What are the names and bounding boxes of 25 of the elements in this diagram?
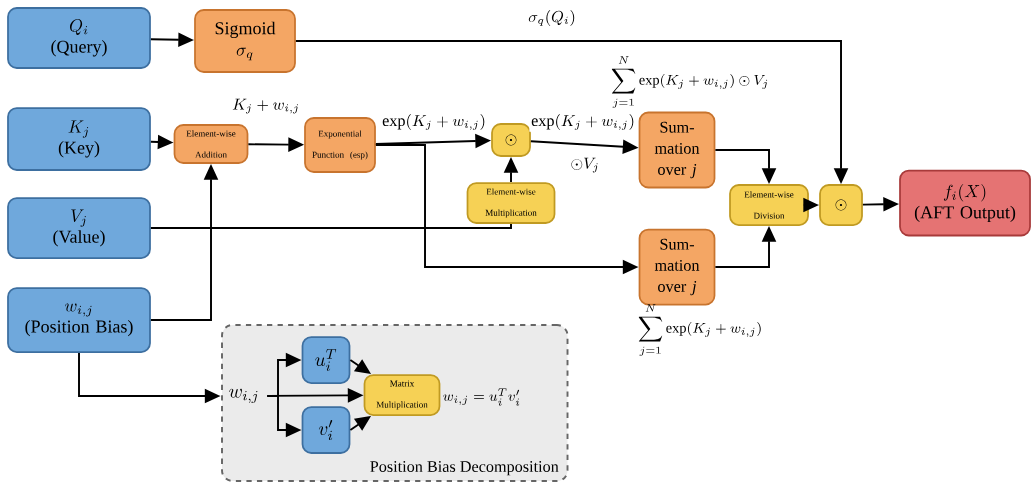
input-box: $w_{i,j}$ (Position Bias) xyxy=(7,287,151,353)
process-box: Exponential Punction (esp) xyxy=(304,117,376,173)
formula-label: $w_{i,j}$ xyxy=(229,388,258,404)
process-box: Matrix Multiplication xyxy=(363,374,441,416)
operator-box: $\odot$ xyxy=(819,184,863,226)
sigmoid-box: Sigmoid $\sigma_q$ xyxy=(194,9,296,73)
formula-label: $\sum_{j=1}^{N} \exp(K_j + w_{i,j}) \odot V_j$ xyxy=(611,56,768,108)
output-box: $f_i(X)$ (AFT Output) xyxy=(899,169,1031,237)
edge-label: $\exp(K_j + w_{i,j})$ xyxy=(380,112,488,132)
formula-label: $\sum_{j=1}^{N} \exp(K_j + w_{i,j})$ xyxy=(638,304,761,356)
process-box: Element-wise Addition xyxy=(173,124,249,164)
vector-box: $u_i^T$ xyxy=(301,336,351,384)
process-box: Element-wise Multiplication xyxy=(466,182,556,224)
input-box: $V_j$ (Value) xyxy=(7,197,151,259)
summation-box: Sum- mation over j xyxy=(638,111,716,189)
edge-label: $\exp(K_j + w_{i,j})$ xyxy=(529,112,637,132)
formula-label: $\odot V_j$ xyxy=(571,157,598,173)
input-box: $K_j$ (Key) xyxy=(7,107,151,171)
input-box: $Q_i$ (Query) xyxy=(7,7,151,69)
formula-label: $w_{i,j} = u_i^T v_i'$ xyxy=(443,388,520,406)
operator-box: $\odot$ xyxy=(491,123,531,157)
edge-label: $K_j + w_{i,j}$ xyxy=(230,96,302,116)
vector-box: $v_i'$ xyxy=(301,406,351,454)
process-box: Element-wise Division xyxy=(729,184,809,226)
edge-label: $\sigma_q(Q_i)$ xyxy=(526,8,578,28)
